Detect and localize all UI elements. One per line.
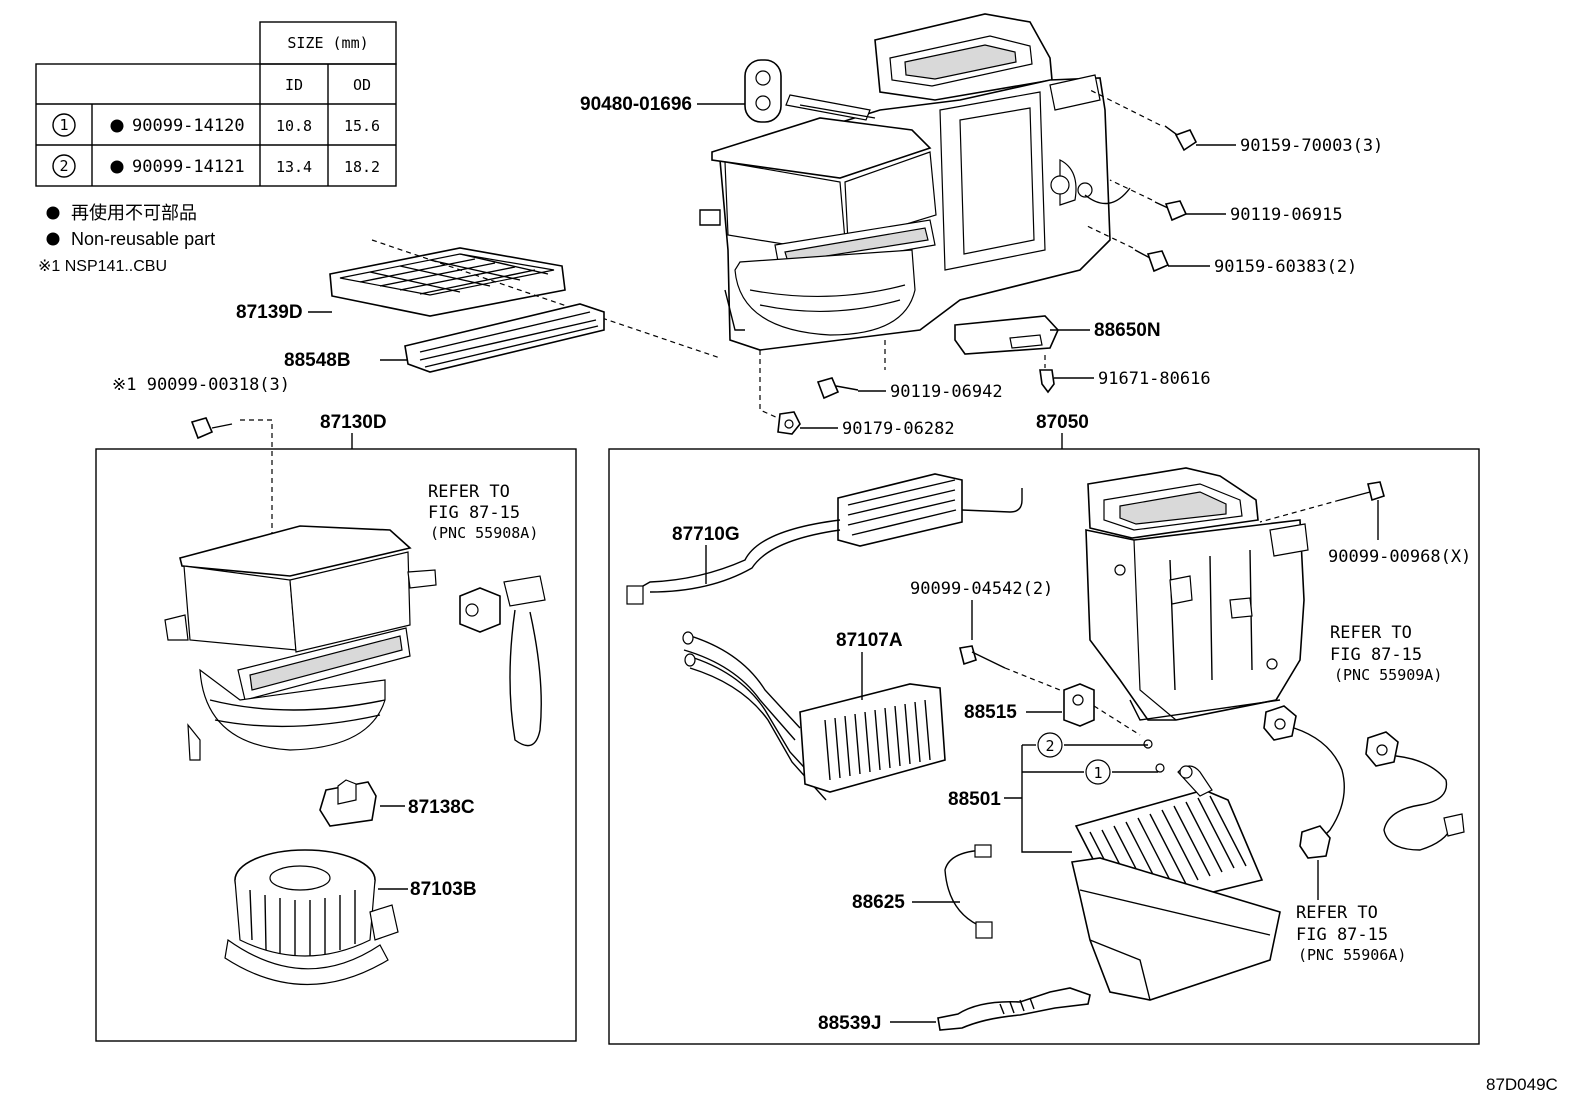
clip-91671 bbox=[1039, 369, 1094, 394]
row1-id: 10.8 bbox=[276, 117, 312, 135]
row1-ref: 1 bbox=[59, 116, 68, 134]
servo-55906a bbox=[1263, 705, 1345, 900]
grommet-90480 bbox=[697, 59, 782, 123]
blower-group-box bbox=[95, 448, 577, 1042]
circle2-text: 2 bbox=[1045, 737, 1054, 755]
bolt-90159-60383 bbox=[1084, 224, 1210, 273]
label-90099-00318: ※1 90099-00318(3) bbox=[112, 375, 290, 395]
refer-left-l1: REFER TO bbox=[428, 482, 510, 502]
legend-dot-jp bbox=[46, 206, 60, 220]
servo-55908a bbox=[459, 575, 546, 747]
label-88625: 88625 bbox=[852, 892, 905, 913]
hvac-unit-assembly bbox=[699, 13, 1131, 351]
label-87130d: 87130D bbox=[320, 412, 387, 433]
bolt-90119-06942 bbox=[816, 340, 886, 400]
refer-left-l2: FIG 87-15 bbox=[428, 503, 520, 523]
circle-ref-2 bbox=[1037, 732, 1063, 758]
heater-core-87107a bbox=[682, 631, 946, 801]
screw-90099-04542 bbox=[959, 600, 1061, 691]
label-88501: 88501 bbox=[948, 789, 1001, 810]
row2-id: 13.4 bbox=[276, 158, 312, 176]
legend-jp: 再使用不可部品 bbox=[71, 203, 197, 223]
label-87050: 87050 bbox=[1036, 412, 1089, 433]
lower-case bbox=[1071, 857, 1281, 1001]
size-header: SIZE (mm) bbox=[287, 34, 368, 52]
legend-dot-en bbox=[46, 232, 60, 246]
label-87107a: 87107A bbox=[836, 630, 903, 651]
drain-hose-88539j bbox=[890, 987, 1091, 1031]
expansion-valve-88515 bbox=[1026, 683, 1165, 773]
non-reusable-dot bbox=[110, 160, 124, 174]
row2-part-no: 90099-14121 bbox=[132, 157, 245, 177]
refer-bottom-l3: (PNC 55906A) bbox=[1298, 946, 1406, 964]
bolt-90159-70003 bbox=[1089, 89, 1236, 152]
label-90099-00968: 90099-00968(X) bbox=[1328, 547, 1471, 567]
label-90099-04542: 90099-04542(2) bbox=[910, 579, 1053, 599]
amplifier-88650n bbox=[954, 315, 1090, 368]
blower-unit-87130d bbox=[164, 525, 437, 761]
refer-right-l3: (PNC 55909A) bbox=[1334, 666, 1442, 684]
nut-90179 bbox=[759, 350, 838, 435]
row2-od: 18.2 bbox=[344, 158, 380, 176]
non-reusable-dot bbox=[110, 119, 124, 133]
refer-right-l2: FIG 87-15 bbox=[1330, 645, 1422, 665]
label-87138c: 87138C bbox=[408, 797, 475, 818]
size-table: SIZE (mm) ID OD 1 90099-14120 10.8 15.6 … bbox=[35, 21, 397, 187]
label-88539j: 88539J bbox=[818, 1013, 881, 1034]
col-id-header: ID bbox=[285, 76, 303, 94]
hvac-case-87050 bbox=[1085, 467, 1309, 721]
label-87710g: 87710G bbox=[672, 524, 740, 545]
label-90159-60383: 90159-60383(2) bbox=[1214, 257, 1357, 277]
filter-87139d bbox=[308, 239, 721, 359]
label-90119-06942: 90119-06942 bbox=[890, 382, 1003, 402]
row1-od: 15.6 bbox=[344, 117, 380, 135]
resistor-87138c bbox=[319, 779, 405, 827]
label-88650n: 88650N bbox=[1094, 320, 1161, 341]
pipe-87710g bbox=[626, 473, 1023, 605]
evaporator-bracket-88501: 2 1 bbox=[1004, 732, 1158, 853]
screw-90099-00968 bbox=[1259, 481, 1385, 540]
bolt-90119-06915 bbox=[1109, 179, 1226, 222]
refer-bottom-l2: FIG 87-15 bbox=[1296, 925, 1388, 945]
refer-bottom-l1: REFER TO bbox=[1296, 903, 1378, 923]
label-90119-06915: 90119-06915 bbox=[1230, 205, 1343, 225]
label-90179: 90179-06282 bbox=[842, 419, 955, 439]
label-88548b: 88548B bbox=[284, 350, 351, 371]
filter-cover-88548b bbox=[380, 303, 605, 373]
screw-90099-00318 bbox=[190, 417, 273, 612]
label-88515: 88515 bbox=[964, 702, 1017, 723]
row1-part-no: 90099-14120 bbox=[132, 116, 245, 136]
refer-left-l3: (PNC 55908A) bbox=[430, 524, 538, 542]
label-90159-70003: 90159-70003(3) bbox=[1240, 136, 1383, 156]
evaporator-group-box bbox=[608, 448, 1480, 1045]
legend-note: ※1 NSP141..CBU bbox=[38, 258, 167, 275]
circle1-text: 1 bbox=[1093, 764, 1102, 782]
col-od-header: OD bbox=[353, 76, 371, 94]
legend: 再使用不可部品 Non-reusable part ※1 NSP141..CBU bbox=[38, 203, 215, 275]
row2-ref: 2 bbox=[59, 157, 68, 175]
servo-55909a bbox=[1365, 731, 1465, 851]
legend-en: Non-reusable part bbox=[71, 229, 215, 249]
label-87103b: 87103B bbox=[410, 879, 477, 900]
label-91671: 91671-80616 bbox=[1098, 369, 1211, 389]
blower-motor-87103b bbox=[224, 849, 408, 986]
thermistor-88625 bbox=[912, 844, 993, 939]
label-90480: 90480-01696 bbox=[580, 94, 692, 115]
figure-code: 87D049C bbox=[1486, 1075, 1558, 1094]
refer-right-l1: REFER TO bbox=[1330, 623, 1412, 643]
circle-ref-1 bbox=[1085, 759, 1111, 785]
label-87139d: 87139D bbox=[236, 302, 303, 323]
